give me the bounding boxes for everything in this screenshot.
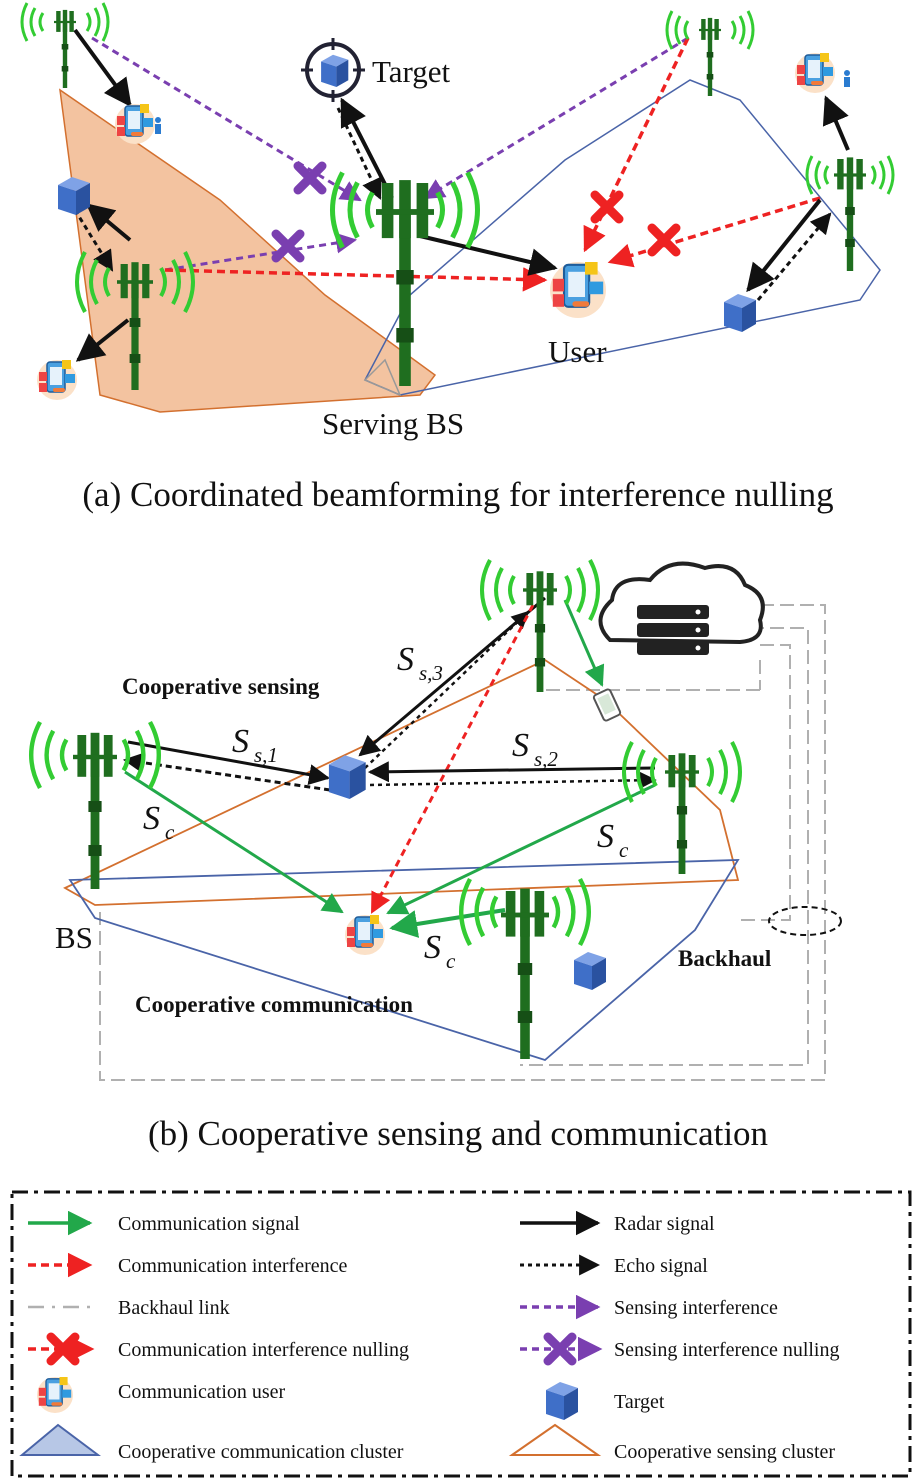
svg-text:S: S — [424, 929, 441, 966]
legend-target: Target — [614, 1391, 665, 1413]
base-station-tower — [31, 722, 159, 889]
svg-text:S: S — [397, 641, 414, 678]
svg-text:s,2: s,2 — [534, 747, 558, 771]
communication-user-icon — [548, 260, 608, 320]
serving-bs-label: Serving BS — [322, 406, 464, 441]
svg-text:s,3: s,3 — [419, 661, 443, 685]
svg-text:S: S — [597, 818, 614, 855]
symbol-ss3: S s,3 — [397, 641, 443, 685]
base-station-tower — [622, 740, 742, 874]
svg-text:S: S — [232, 723, 249, 760]
target-icon — [328, 755, 366, 799]
person-icon — [155, 117, 161, 134]
legend-communication-user: Communication user — [118, 1381, 286, 1403]
svg-text:S: S — [143, 800, 160, 837]
sensing-cluster-icon — [508, 1423, 602, 1456]
user-label: User — [548, 334, 607, 369]
target-icon — [724, 294, 756, 332]
target-label: Target — [372, 54, 451, 89]
legend-cooperative-sensing-cluster: Cooperative sensing cluster — [614, 1441, 835, 1463]
comm-cluster-b — [68, 859, 740, 1062]
cloud-server-icon — [598, 561, 765, 655]
svg-text:c: c — [165, 820, 175, 844]
bs-label: BS — [55, 920, 93, 955]
svg-text:S: S — [512, 727, 529, 764]
caption-b: (b) Cooperative sensing and communicatio… — [148, 1114, 768, 1153]
communication-user-icon — [344, 914, 386, 956]
target-icon — [574, 952, 606, 990]
communication-user-icon — [36, 1376, 74, 1414]
backhaul-links — [99, 604, 826, 1081]
legend-sensing-interference: Sensing interference — [614, 1297, 778, 1319]
communication-user-icon — [114, 103, 156, 145]
panel-a: Target User Serving BS (a) Coordinated b… — [20, 1, 895, 514]
communication-user-icon — [794, 52, 836, 94]
target-icon — [58, 177, 90, 215]
backhaul-ellipse — [768, 906, 842, 936]
svg-text:s,1: s,1 — [254, 743, 278, 767]
symbol-ss1: S s,1 — [232, 723, 278, 767]
symbol-sc-bottom: S c — [424, 929, 456, 973]
target-cube-icon — [546, 1382, 578, 1420]
symbol-sc-right: S c — [597, 818, 629, 862]
legend-communication-signal: Communication signal — [118, 1213, 300, 1235]
sensing-cluster-area-a — [59, 88, 437, 413]
cooperative-sensing-label: Cooperative sensing — [122, 674, 320, 699]
comm-nulling-mark — [595, 195, 619, 219]
base-station-tower — [461, 879, 589, 1059]
symbol-ss2: S s,2 — [512, 727, 558, 771]
target-icon — [301, 38, 365, 102]
legend-echo-signal: Echo signal — [614, 1255, 708, 1277]
legend-sensing-interference-nulling: Sensing interference nulling — [614, 1339, 840, 1361]
cooperative-communication-label: Cooperative communication — [135, 992, 413, 1017]
legend-communication-interference-nulling: Communication interference nulling — [118, 1339, 409, 1361]
person-icon — [844, 70, 850, 87]
comm-nulling-mark — [652, 228, 676, 252]
communication-user-icon — [36, 359, 78, 401]
comm-cluster-icon — [19, 1423, 101, 1456]
svg-text:c: c — [619, 838, 629, 862]
svg-text:c: c — [446, 949, 456, 973]
symbol-sc-left: S c — [143, 800, 175, 844]
backhaul-label: Backhaul — [678, 946, 771, 971]
legend-backhaul-link: Backhaul link — [118, 1297, 230, 1319]
legend-cooperative-communication-cluster: Cooperative communication cluster — [118, 1441, 404, 1463]
base-station-tower — [805, 154, 895, 271]
comm-cluster-area-a — [363, 79, 881, 396]
caption-a: (a) Coordinated beamforming for interfer… — [82, 475, 833, 514]
legend-radar-signal: Radar signal — [614, 1213, 715, 1235]
legend-communication-interference: Communication interference — [118, 1255, 347, 1277]
legend: Communication signal Communication inter… — [10, 1190, 912, 1478]
panel-b: Cooperative sensing Cooperative communic… — [31, 558, 842, 1153]
phone-icon — [592, 688, 622, 722]
base-station-tower — [20, 1, 110, 88]
sensing-nulling-mark — [276, 234, 300, 258]
